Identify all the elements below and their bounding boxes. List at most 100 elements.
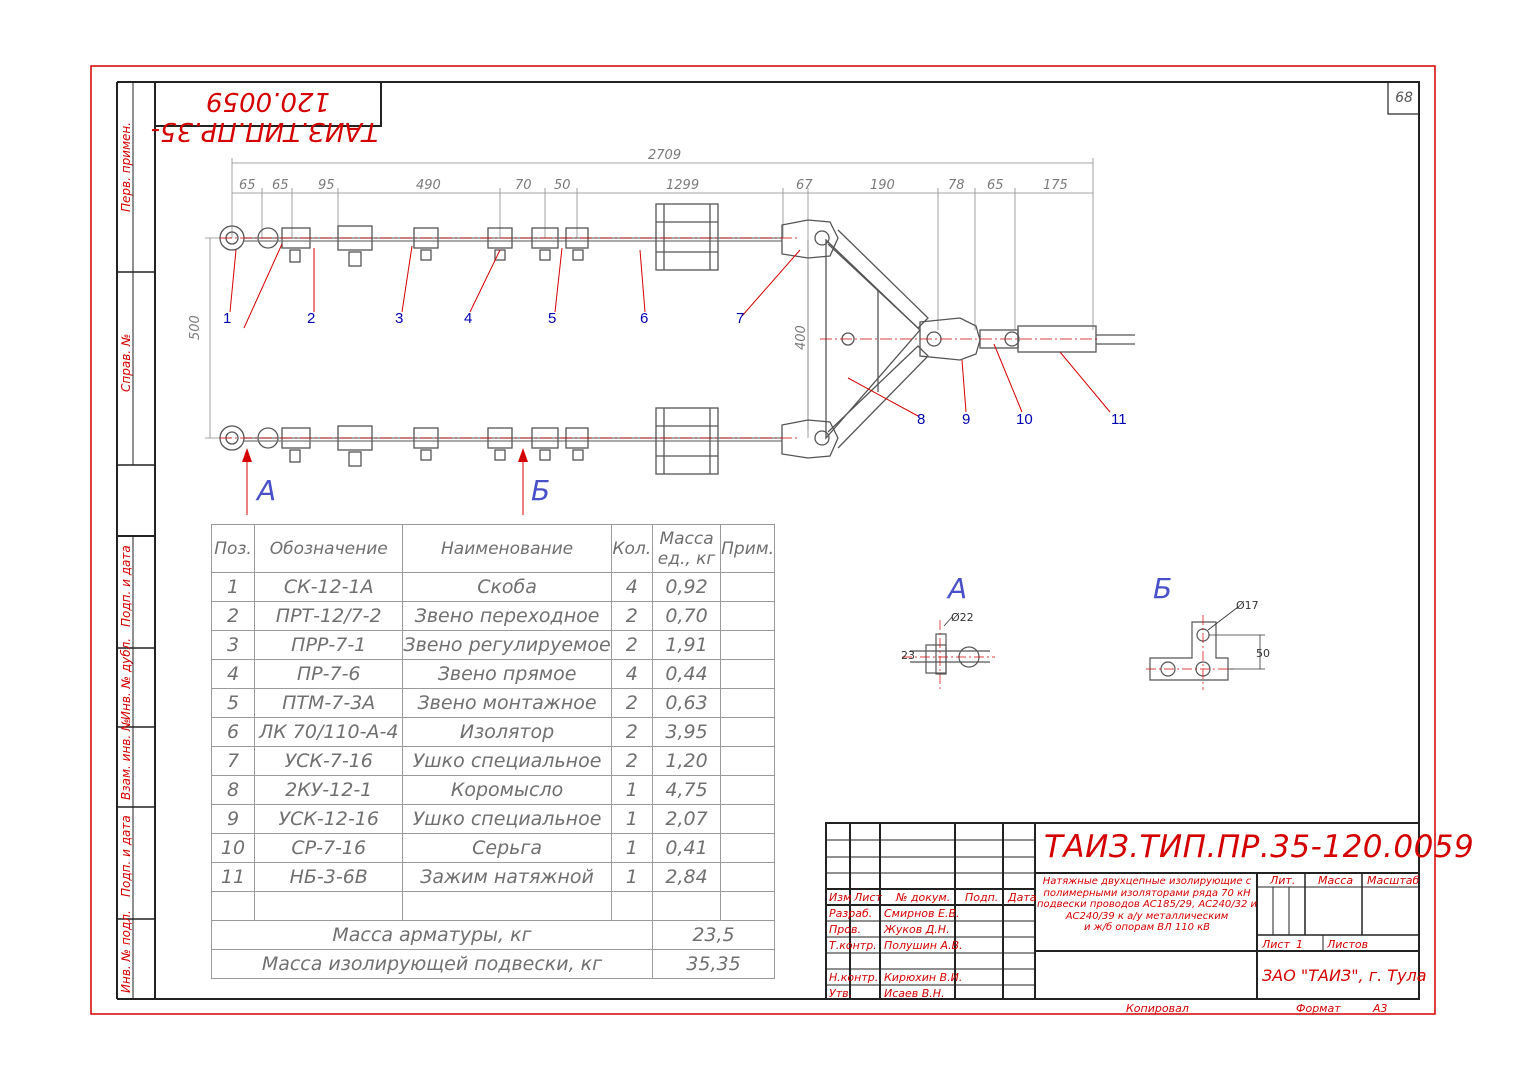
table-cell: 0,92 [651, 572, 722, 602]
table-cell: 1 [610, 775, 653, 805]
dim-seg: 65 [239, 178, 256, 193]
table-cell: 2 [610, 746, 653, 776]
table-cell [720, 601, 775, 631]
table-cell: УСК-7-16 [254, 746, 404, 776]
side-label-perv: Перв. примен. [119, 121, 133, 212]
view-a-title: А [948, 572, 968, 605]
table-cell: ПРТ-12/7-2 [254, 601, 404, 631]
table-cell: 2 [210, 601, 256, 631]
dimension-lines [205, 158, 1094, 439]
table-cell: Серьга [402, 833, 612, 863]
table-cell: 9 [210, 804, 256, 834]
sheet-number: 68 [1395, 90, 1413, 106]
pos-number: 1 [223, 310, 232, 327]
table-cell [720, 688, 775, 718]
table-cell: 2,07 [651, 804, 722, 834]
table-cell: Коромысло [402, 775, 612, 805]
side-label-vzam: Взам. инв. № [119, 718, 133, 800]
pos-number: 2 [307, 310, 316, 327]
table-cell: 1 [610, 862, 653, 892]
pos-number: 3 [395, 310, 404, 327]
col-header: Дата [1008, 891, 1037, 904]
title-description: Натяжные двухцепные изолирующие с полиме… [1037, 876, 1257, 933]
copied-label: Копировал [1126, 1002, 1189, 1015]
table-cell: Скоба [402, 572, 612, 602]
view-b-drawing [1146, 606, 1265, 690]
role-label: Пров. [829, 923, 861, 936]
table-cell: 8 [210, 775, 256, 805]
table-cell: 2 [610, 688, 653, 718]
pos-number: 6 [640, 310, 649, 327]
dim-seg: 65 [272, 178, 289, 193]
table-cell: 2 [610, 717, 653, 747]
role-name: Кирюхин В.И. [884, 971, 963, 984]
role-label: Разраб. [829, 907, 873, 920]
pos-number: 7 [736, 310, 745, 327]
col-header: Изм [829, 891, 852, 904]
table-cell: Звено прямое [402, 659, 612, 689]
table-cell: 6 [210, 717, 256, 747]
pos-number: 11 [1111, 411, 1127, 428]
lit-label: Лит. [1270, 874, 1296, 887]
leader-lines [229, 243, 1111, 515]
col-header: Лист [854, 891, 882, 904]
dim-seg: 190 [870, 178, 895, 193]
table-cell: 2 [610, 601, 653, 631]
mass-label: Масса [1318, 874, 1354, 887]
table-cell: Изолятор [402, 717, 612, 747]
sheets-label: Листов [1327, 938, 1369, 951]
dim-seg: 70 [515, 178, 532, 193]
table-cell: 1,20 [651, 746, 722, 776]
view-b-d17: Ø17 [1236, 599, 1259, 612]
table-cell: 1 [210, 572, 256, 602]
spec-header: Наименование [402, 524, 612, 573]
col-header: № докум. [896, 891, 951, 904]
outer-frame [90, 65, 1436, 1015]
side-label-podp-2: Подп. и дата [119, 815, 133, 897]
lower-chain [219, 407, 839, 475]
view-a-drawing [902, 616, 995, 690]
title-code: ТАИЗ.ТИП.ПР.35-120.0059 [1044, 829, 1475, 865]
side-label-inv-dubl: Инв. № дубл. [119, 637, 133, 720]
table-cell: 4 [610, 659, 653, 689]
role-name: Полушин А.В. [884, 939, 963, 952]
role-name: Смирнов Е.В. [884, 907, 960, 920]
view-a-d22: Ø22 [951, 611, 974, 624]
pos-number: 9 [962, 411, 971, 428]
role-name: Жуков Д.Н. [884, 923, 950, 936]
pos-number: 5 [548, 310, 557, 327]
view-b-arrow-label: Б [531, 474, 551, 507]
pos-number: 10 [1016, 411, 1033, 428]
table-cell [720, 862, 775, 892]
table-cell: ПТМ-7-3А [254, 688, 404, 718]
table-cell: Зажим натяжной [402, 862, 612, 892]
view-a-23: 23 [901, 649, 915, 662]
spec-header: Кол. [610, 524, 653, 573]
view-b-50: 50 [1256, 647, 1270, 660]
spec-header: Масса ед., кг [651, 524, 722, 573]
total-value: 35,35 [651, 949, 776, 979]
dim-seg: 95 [318, 178, 335, 193]
table-cell: 2КУ-12-1 [254, 775, 404, 805]
dim-yoke: 400 [794, 325, 809, 350]
side-label-sprav: Справ. № [119, 333, 133, 392]
table-cell: Звено переходное [402, 601, 612, 631]
role-label: Т.контр. [829, 939, 877, 952]
scale-label: Масштаб [1367, 874, 1420, 887]
side-label-podp-1: Подп. и дата [119, 545, 133, 627]
spec-header: Обозначение [254, 524, 404, 573]
view-b-title: Б [1153, 572, 1173, 605]
total-label: Масса изолирующей подвески, кг [211, 949, 653, 979]
table-cell [720, 833, 775, 863]
table-cell: Ушко специальное [402, 746, 612, 776]
